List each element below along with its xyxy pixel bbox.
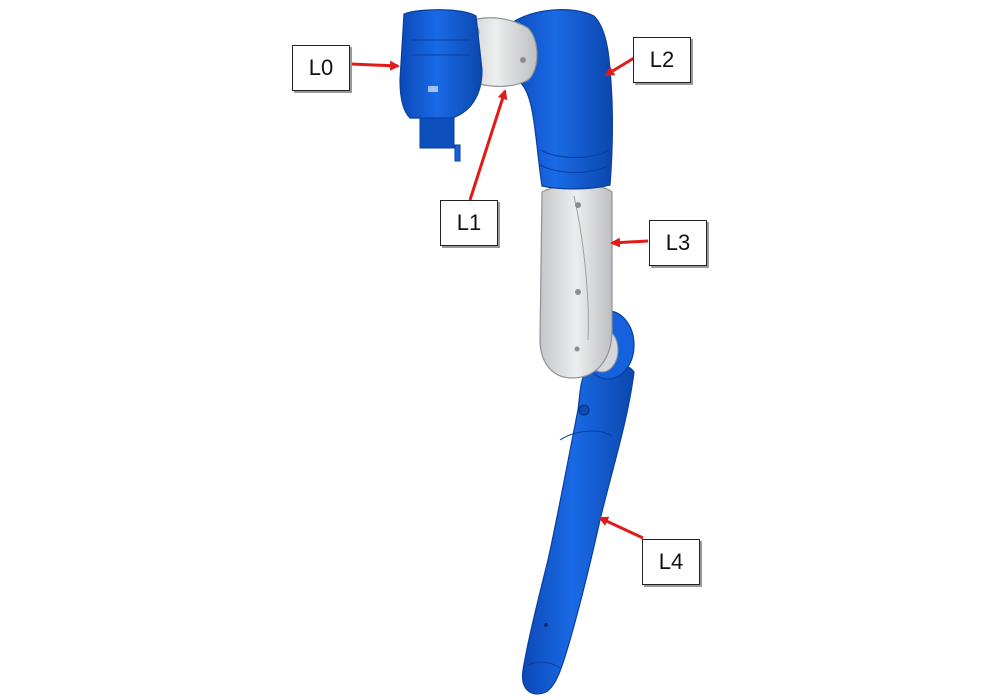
link-l3 <box>539 183 613 379</box>
label-l4: L4 <box>642 539 700 585</box>
link-l4 <box>521 363 635 695</box>
arrow-l3 <box>610 237 649 248</box>
label-l1: L1 <box>440 200 498 246</box>
label-l3: L3 <box>649 220 707 266</box>
label-l0: L0 <box>292 45 350 91</box>
arrow-l0 <box>350 60 400 71</box>
arrow-l1 <box>468 89 508 201</box>
link-l0 <box>399 9 483 162</box>
annotation-arrows <box>350 56 649 540</box>
label-l2: L2 <box>633 37 691 83</box>
arrow-l2 <box>604 56 635 77</box>
arrow-l4 <box>598 516 644 540</box>
